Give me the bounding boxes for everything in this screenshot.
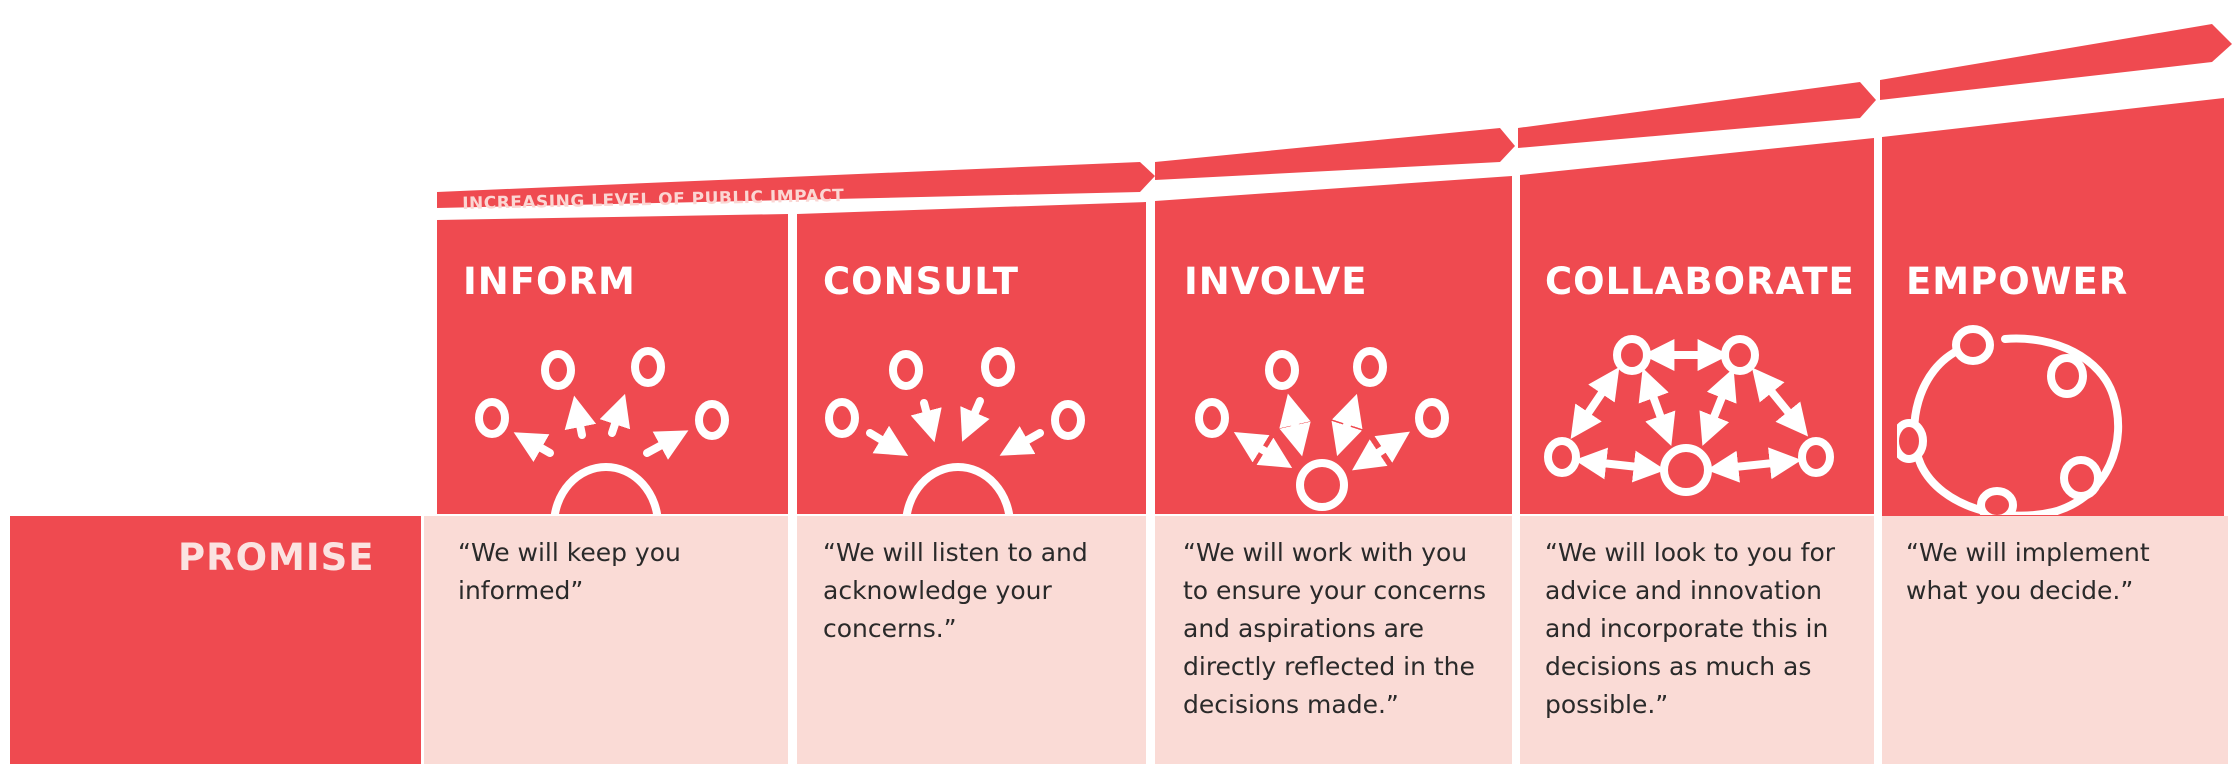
promise-cell-inform (424, 516, 788, 764)
involve-two-way-arrows-icon (1195, 347, 1449, 511)
promise-text-collaborate: “We will look to you for advice and inno… (1545, 538, 1836, 719)
level-title-consult: CONSULT (823, 260, 1019, 303)
level-title-collaborate: COLLABORATE (1545, 260, 1855, 303)
impact-arrow-segment-4 (1880, 24, 2232, 100)
impact-arrow-segment-1 (437, 162, 1155, 208)
impact-arrow-segment-3 (1518, 82, 1876, 148)
promise-text-involve: “We will work with you to ensure your co… (1183, 538, 1487, 719)
promise-text-inform: “We will keep you informed” (458, 538, 681, 605)
column-empower (1882, 98, 2224, 574)
promise-cell-consult (797, 516, 1146, 764)
empower-circle-icon (1897, 325, 2123, 515)
inform-outward-arrows-icon (475, 347, 729, 515)
promise-cell-involve (1155, 516, 1512, 764)
level-title-inform: INFORM (463, 260, 636, 303)
promise-text-empower: “We will implement what you decide.” (1906, 538, 2150, 605)
promise-text-consult: “We will listen to and acknowledge your … (823, 538, 1088, 643)
promise-cell-collaborate (1520, 516, 1874, 764)
level-title-involve: INVOLVE (1184, 260, 1368, 303)
impact-arrow-segment-2 (1155, 128, 1515, 180)
promise-cell-empower (1882, 516, 2228, 764)
level-title-empower: EMPOWER (1906, 260, 2129, 303)
collaborate-network-icon (1544, 335, 1834, 496)
promise-row-label: PROMISE (178, 536, 375, 579)
promise-label-band (10, 516, 421, 764)
consult-inward-arrows-icon (825, 347, 1085, 515)
